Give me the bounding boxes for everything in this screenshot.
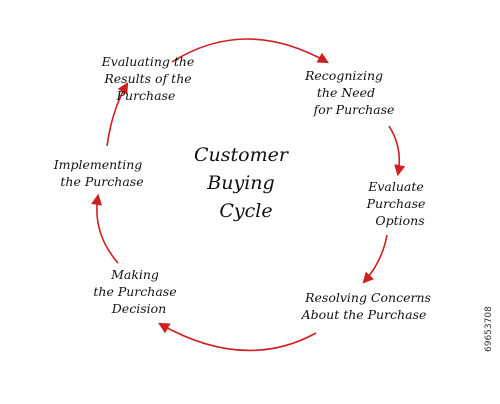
step-line: About the Purchase — [301, 307, 427, 322]
step-line: Recognizing — [304, 68, 383, 83]
step-line: Decision — [111, 301, 166, 316]
arrow-resolving-to-making — [158, 322, 317, 352]
step-line: the Purchase — [93, 284, 176, 299]
step-recognizing-need: Recognizing the Need for Purchase — [304, 68, 394, 117]
step-line: Implementing — [53, 157, 143, 172]
step-line: Evaluate — [367, 179, 424, 194]
step-line: the Need — [317, 85, 375, 100]
step-evaluate-options: Evaluate Purchase Options — [366, 179, 430, 228]
step-line: Purchase — [366, 196, 426, 211]
step-line: Evaluating the — [101, 54, 195, 69]
arrow-evaluating-to-recognizing — [171, 38, 329, 64]
title-line-1: Customer — [194, 144, 290, 166]
step-evaluating-results: Evaluating the Results of the Purchase — [101, 54, 199, 103]
step-line: Results of the — [103, 71, 191, 86]
arrow-recognizing-to-evaluate — [388, 125, 406, 177]
step-line: the Purchase — [60, 174, 143, 189]
title-line-3: Cycle — [219, 200, 272, 222]
step-making-decision: Making the Purchase Decision — [93, 267, 180, 316]
step-line: Options — [375, 213, 424, 228]
arrow-evaluate-to-resolving — [362, 234, 388, 284]
step-resolving-concerns: Resolving Concerns About the Purchase — [301, 290, 435, 322]
step-line: Making — [110, 267, 159, 282]
side-id-text: 69653708 — [484, 306, 494, 352]
step-line: for Purchase — [313, 102, 395, 117]
title-line-2: Buying — [206, 172, 274, 194]
step-implementing: Implementing the Purchase — [53, 157, 147, 189]
arrow-implementing-to-evaluating — [106, 82, 129, 147]
step-line: Resolving Concerns — [304, 290, 431, 305]
diagram-title: Customer Buying Cycle — [194, 144, 294, 222]
cycle-arrows — [91, 38, 406, 352]
step-line: Purchase — [116, 88, 176, 103]
arrow-making-to-implementing — [91, 193, 119, 264]
